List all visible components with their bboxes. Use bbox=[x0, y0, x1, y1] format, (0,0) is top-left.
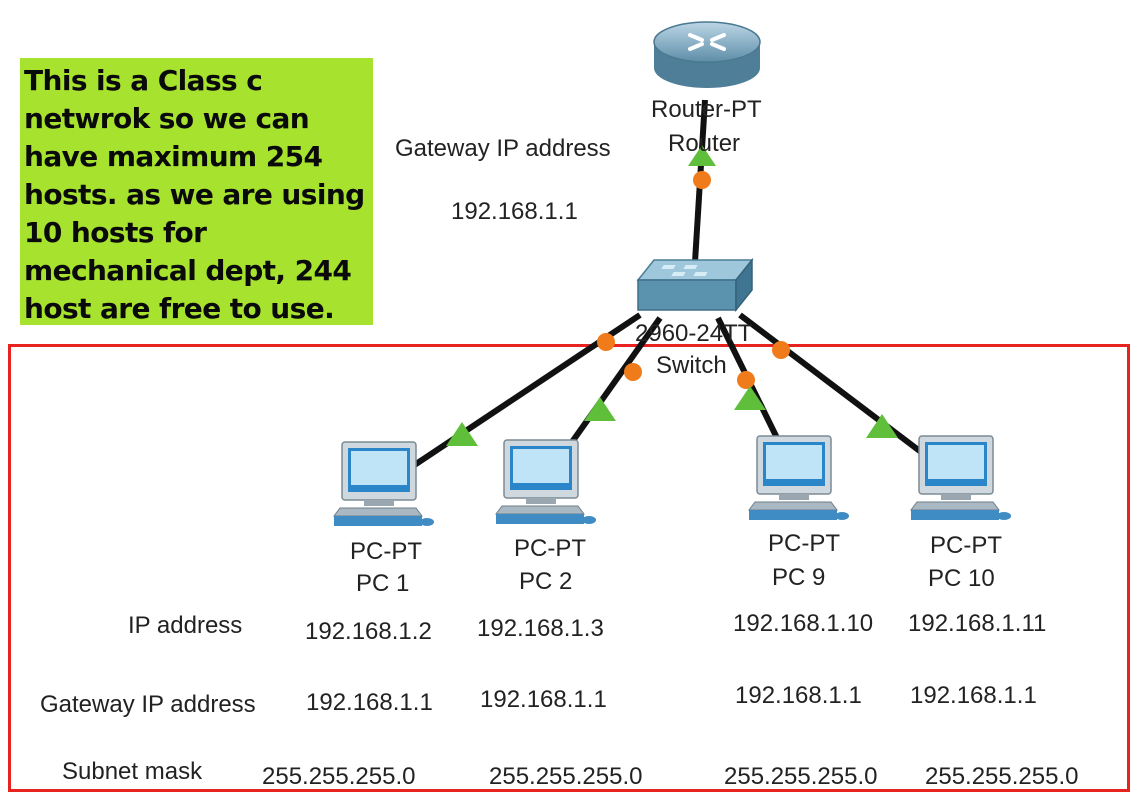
link-switch-pc10 bbox=[738, 312, 927, 458]
subnet-mask-row-label: Subnet mask bbox=[62, 758, 203, 785]
pc-1-icon[interactable] bbox=[328, 440, 438, 530]
link-status-up-marker bbox=[688, 145, 716, 166]
link-status-port-marker bbox=[624, 363, 642, 381]
gateway-row-label: Gateway IP address bbox=[40, 691, 256, 718]
router-name-label: Router bbox=[668, 130, 741, 157]
switch-name-label: Switch bbox=[656, 352, 727, 379]
pc-gateway-value: 192.168.1.1 bbox=[735, 682, 862, 709]
pc-mask-value: 255.255.255.0 bbox=[262, 763, 416, 790]
pc-name-label: PC 2 bbox=[519, 568, 573, 595]
pc-gateway-value: 192.168.1.1 bbox=[910, 682, 1037, 709]
router-gateway-value: 192.168.1.1 bbox=[451, 198, 578, 225]
pc-model-label: PC-PT bbox=[930, 532, 1002, 559]
pc-2-icon[interactable] bbox=[490, 438, 600, 528]
ip-address-row-label: IP address bbox=[128, 612, 243, 639]
link-status-up-marker bbox=[734, 386, 766, 410]
pc-mask-value: 255.255.255.0 bbox=[489, 763, 643, 790]
switch-model-label: 2960-24TT bbox=[635, 320, 753, 347]
link-status-up-marker bbox=[866, 414, 898, 438]
switch-icon[interactable] bbox=[632, 254, 757, 316]
pc-ip-value: 192.168.1.10 bbox=[733, 610, 874, 637]
pc-name-label: PC 10 bbox=[928, 565, 995, 592]
pc-name-label: PC 9 bbox=[772, 564, 826, 591]
pc-model-label: PC-PT bbox=[350, 538, 422, 565]
link-status-port-marker bbox=[693, 171, 711, 189]
pc-ip-value: 192.168.1.2 bbox=[305, 618, 432, 645]
link-status-up-marker bbox=[584, 397, 616, 421]
pc-model-label: PC-PT bbox=[768, 530, 840, 557]
link-switch-pc2 bbox=[569, 316, 663, 444]
link-status-port-marker bbox=[597, 333, 615, 351]
link-status-up-marker bbox=[446, 422, 478, 446]
link-status-port-marker bbox=[772, 341, 790, 359]
router-gateway-label: Gateway IP address bbox=[395, 135, 611, 162]
pc-ip-value: 192.168.1.11 bbox=[908, 610, 1047, 637]
router-icon[interactable] bbox=[650, 20, 765, 92]
pc-mask-value: 255.255.255.0 bbox=[925, 763, 1079, 790]
router-model-label: Router-PT bbox=[651, 96, 762, 123]
highlight-frame bbox=[8, 344, 1130, 792]
pc-10-icon[interactable] bbox=[905, 434, 1015, 524]
link-status-port-marker bbox=[737, 371, 755, 389]
annotation-note: This is a Class c netwrok so we can have… bbox=[20, 58, 373, 325]
pc-9-icon[interactable] bbox=[743, 434, 853, 524]
pc-name-label: PC 1 bbox=[356, 570, 410, 597]
pc-gateway-value: 192.168.1.1 bbox=[480, 686, 607, 713]
pc-gateway-value: 192.168.1.1 bbox=[306, 689, 433, 716]
pc-ip-value: 192.168.1.3 bbox=[477, 615, 604, 642]
pc-model-label: PC-PT bbox=[514, 535, 586, 562]
pc-mask-value: 255.255.255.0 bbox=[724, 763, 878, 790]
